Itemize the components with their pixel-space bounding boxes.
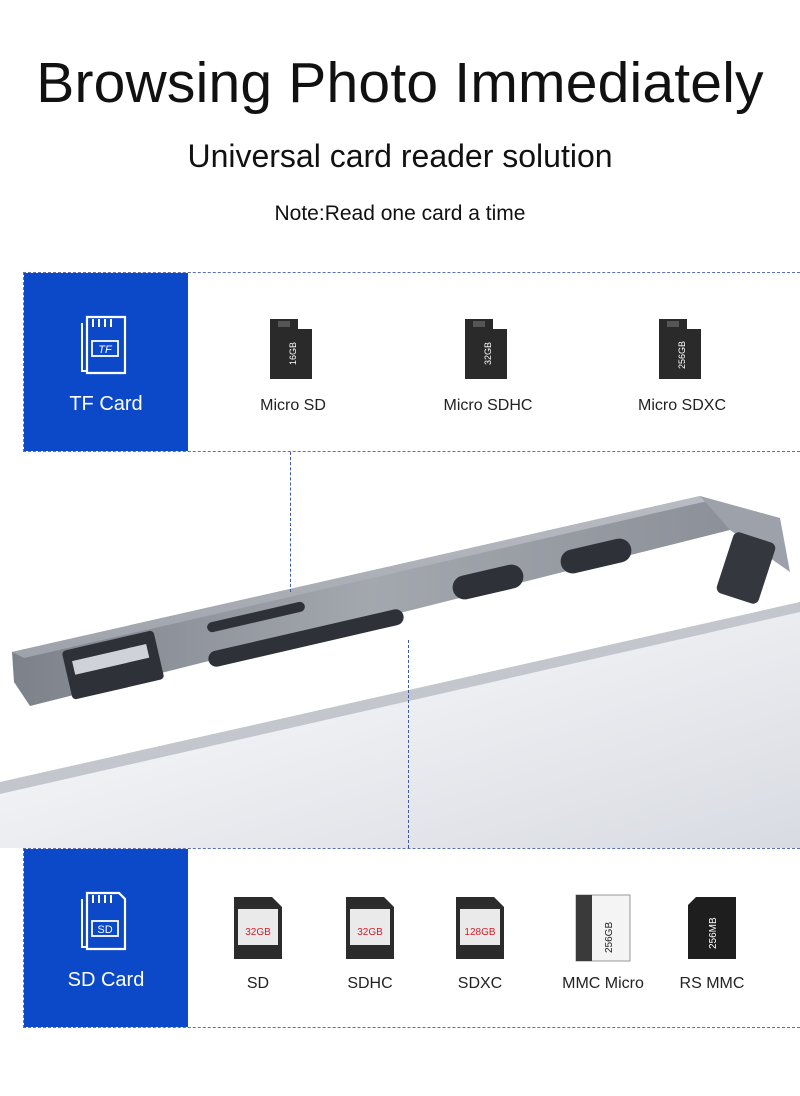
sdhc-label: SDHC <box>347 975 393 992</box>
page-title: Browsing Photo Immediately <box>36 51 764 115</box>
tf-card-panel: TF TF Card 16GB Micro SD 32GB Micro SDHC… <box>23 272 800 452</box>
tf-card-badge: TF TF Card <box>24 273 188 451</box>
svg-text:256GB: 256GB <box>677 341 687 369</box>
sd-card-badge-label: SD Card <box>67 969 145 991</box>
micro-sd-label: Micro SD <box>260 397 326 414</box>
tf-guide-line <box>290 452 291 592</box>
svg-text:256GB: 256GB <box>604 922 615 953</box>
microsdhc-card-image: 32GB <box>463 317 509 386</box>
sd-card-image: 32GB <box>232 895 284 966</box>
rs-mmc-card-image: 256MB <box>686 895 738 966</box>
svg-text:256MB: 256MB <box>708 917 719 949</box>
mmc-micro-card-image: 256GB <box>574 893 632 968</box>
micro-sdhc-label: Micro SDHC <box>443 397 533 414</box>
mmc-micro-label: MMC Micro <box>562 975 644 992</box>
tf-card-badge-label: TF Card <box>69 393 143 415</box>
sd-guide-line <box>408 640 409 848</box>
sdhc-card-image: 32GB <box>344 895 396 966</box>
sd-card-panel: SD SD Card 32GB SD 32GB SDHC 128GB SDXC … <box>23 848 800 1028</box>
sdxc-card-image: 128GB <box>454 895 506 966</box>
svg-text:128GB: 128GB <box>464 927 495 938</box>
svg-text:32GB: 32GB <box>245 927 271 938</box>
sdxc-label: SDXC <box>457 975 503 992</box>
svg-text:32GB: 32GB <box>483 342 493 365</box>
usb-hub-illustration <box>0 452 800 848</box>
tf-card-icon: TF <box>81 315 127 375</box>
tf-icon-text: TF <box>98 344 113 356</box>
usb-hub-photo <box>0 452 800 848</box>
sd-icon-text: SD <box>97 924 112 936</box>
sd-card-badge: SD SD Card <box>24 849 188 1027</box>
rs-mmc-label: RS MMC <box>679 975 745 992</box>
note-text: Note:Read one card a time <box>274 202 526 225</box>
sd-label: SD <box>246 975 270 992</box>
microsd-card-image: 16GB <box>268 317 314 386</box>
svg-text:16GB: 16GB <box>288 342 298 365</box>
page-subtitle: Universal card reader solution <box>187 138 613 174</box>
svg-text:32GB: 32GB <box>357 927 383 938</box>
microsdxc-card-image: 256GB <box>657 317 703 386</box>
micro-sdxc-label: Micro SDXC <box>637 397 726 414</box>
sd-card-icon: SD <box>81 891 127 951</box>
